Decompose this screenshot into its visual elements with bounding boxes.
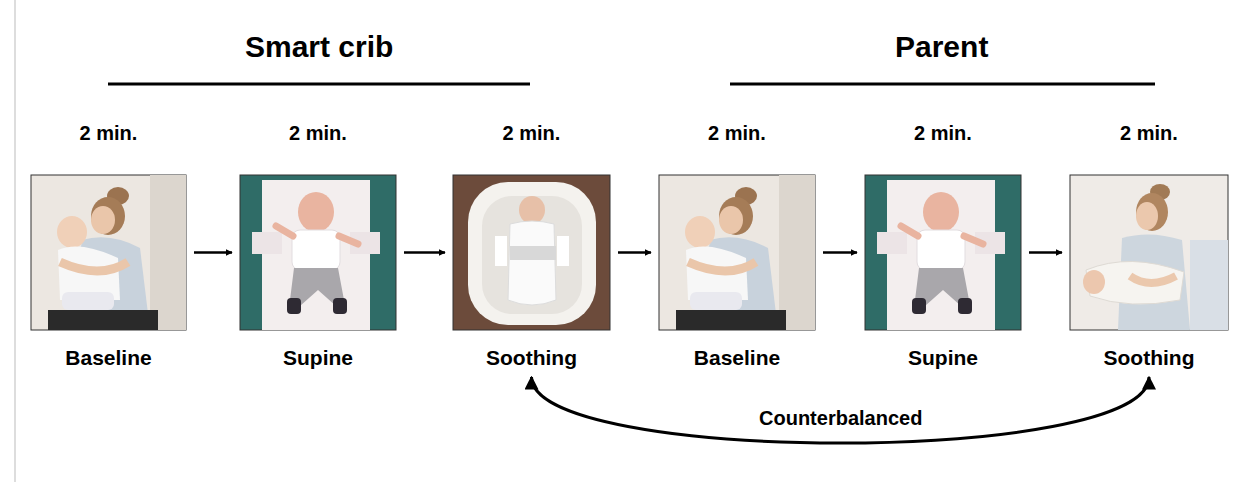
sequence-arrow: [404, 251, 445, 254]
photo-frame: [1070, 175, 1228, 330]
sequence-arrow: [1029, 251, 1062, 254]
step-label: Soothing: [451, 346, 612, 370]
step-label: Supine: [238, 346, 398, 370]
counterbalance-arrow: [532, 377, 1150, 443]
parent-soothing-photo: [1070, 175, 1228, 330]
step-label: Supine: [863, 346, 1023, 370]
duration-label: 2 min.: [863, 122, 1023, 145]
duration-label: 2 min.: [657, 122, 817, 145]
photo-step: 2 min. Soothing: [453, 122, 610, 374]
group-heading: Parent: [895, 30, 988, 64]
photo-step: 2 min. Supine: [865, 122, 1021, 374]
photo-frame: [31, 175, 186, 330]
duration-label: 2 min.: [451, 122, 612, 145]
supine-photo: [865, 175, 1021, 330]
step-label: Baseline: [29, 346, 188, 370]
photo-step: 2 min. Baseline: [31, 122, 186, 374]
photo-step: 2 min. Baseline: [659, 122, 815, 374]
duration-label: 2 min.: [1068, 122, 1230, 145]
photo-step: 2 min. Supine: [240, 122, 396, 374]
supine-photo: [240, 175, 396, 330]
baseline-photo: [31, 175, 186, 330]
step-label: Soothing: [1068, 346, 1230, 370]
photo-frame: [240, 175, 396, 330]
duration-label: 2 min.: [29, 122, 188, 145]
group-bracket: [730, 83, 1155, 86]
photo-frame: [865, 175, 1021, 330]
photo-frame: [659, 175, 815, 330]
photo-frame: [453, 175, 610, 330]
frame-line: [15, 0, 16, 482]
baseline-photo: [659, 175, 815, 330]
sequence-arrow: [194, 251, 232, 254]
sequence-arrow: [823, 251, 857, 254]
edge-label: Counterbalanced: [755, 407, 926, 430]
duration-label: 2 min.: [238, 122, 398, 145]
sequence-arrow: [618, 251, 651, 254]
group-heading: Smart crib: [245, 30, 393, 64]
step-label: Baseline: [657, 346, 817, 370]
group-bracket: [108, 83, 530, 86]
smart-crib-photo: [453, 175, 610, 330]
photo-step: 2 min. Soothing: [1070, 122, 1228, 374]
